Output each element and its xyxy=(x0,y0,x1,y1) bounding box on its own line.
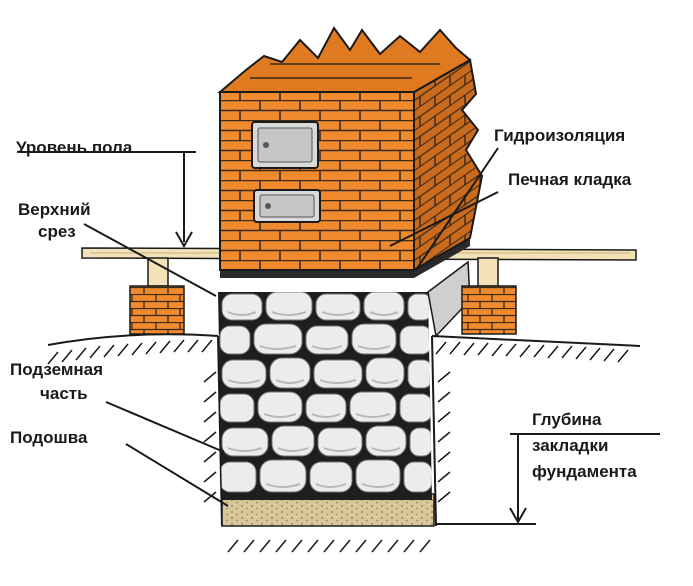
label-underground-line2: часть xyxy=(40,384,88,403)
label-waterproofing: Гидроизоляция xyxy=(494,126,626,145)
label-stove-masonry: Печная кладка xyxy=(508,170,632,189)
brick-pillars xyxy=(129,285,517,335)
label-underground-line1: Подземная xyxy=(10,360,104,379)
ground-surface xyxy=(47,333,641,347)
leader-lines xyxy=(83,147,499,507)
wooden-posts xyxy=(147,257,499,287)
label-top-cut-line2: срез xyxy=(38,222,76,241)
label-sole: Подошва xyxy=(10,428,88,447)
label-depth-line3: фундамента xyxy=(532,462,637,481)
stove-upper-door xyxy=(251,121,319,169)
floor-level-marker xyxy=(20,151,196,249)
ground-hatching xyxy=(47,339,629,553)
foundation-depth-marker xyxy=(436,433,660,525)
stove-lower-door xyxy=(253,189,321,223)
stone-foundation xyxy=(218,292,432,500)
label-depth-line2: закладки xyxy=(532,436,609,455)
label-floor-level: Уровень пола xyxy=(16,138,133,157)
label-top-cut-line1: Верхний xyxy=(18,200,91,219)
label-depth-line1: Глубина xyxy=(532,410,602,429)
